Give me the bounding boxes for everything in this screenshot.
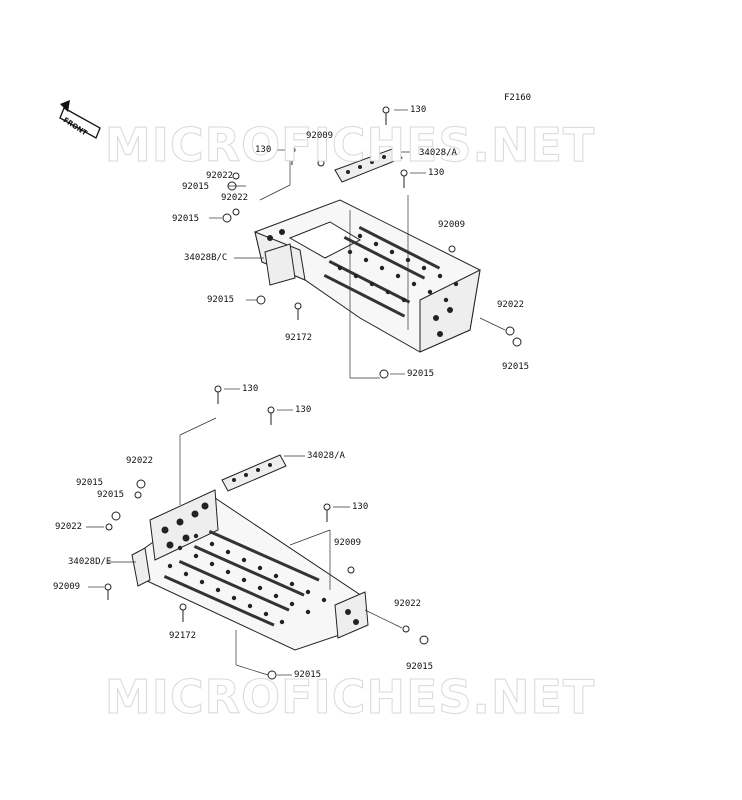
bottom-bracket-34028a bbox=[221, 454, 287, 492]
part-label-92015: 92015 bbox=[97, 490, 125, 500]
part-label-130: 130 bbox=[295, 405, 312, 415]
part-label-92009: 92009 bbox=[306, 131, 334, 141]
bottom-rack-rear-plate bbox=[149, 489, 219, 561]
part-label-92172: 92172 bbox=[285, 333, 313, 343]
bottom-rack-holes bbox=[161, 502, 359, 625]
bottom-fasteners bbox=[104, 385, 429, 680]
bottom-leader-lines bbox=[86, 388, 403, 676]
bottom-rack-slots bbox=[163, 530, 320, 627]
part-label-34028a: 34028/A bbox=[419, 148, 457, 158]
watermark-bottom: MICROFICHES.NET bbox=[104, 670, 596, 724]
front-arrow-icon bbox=[59, 100, 101, 139]
part-label-92015: 92015 bbox=[76, 478, 104, 488]
part-label-34028bc: 34028B/C bbox=[184, 253, 228, 263]
part-label-92172: 92172 bbox=[169, 631, 197, 641]
part-label-92015: 92015 bbox=[407, 369, 435, 379]
part-label-92015: 92015 bbox=[502, 362, 530, 372]
part-label-130: 130 bbox=[410, 105, 427, 115]
bottom-carrier-assembly bbox=[131, 454, 369, 651]
part-label-92015: 92015 bbox=[294, 670, 322, 680]
part-label-92022: 92022 bbox=[394, 599, 422, 609]
part-label-92009: 92009 bbox=[438, 220, 466, 230]
top-carrier-assembly bbox=[254, 147, 481, 353]
watermark-top: MICROFICHES.NET bbox=[104, 118, 596, 172]
figure-code: F2160 bbox=[504, 93, 532, 103]
part-label-92015: 92015 bbox=[182, 182, 210, 192]
part-label-92022: 92022 bbox=[55, 522, 83, 532]
part-label-92022: 92022 bbox=[126, 456, 154, 466]
bottom-bracket-34028de bbox=[131, 547, 151, 587]
top-rack-slots bbox=[323, 226, 441, 318]
part-label-130: 130 bbox=[428, 168, 445, 178]
part-label-34028a: 34028/A bbox=[307, 451, 345, 461]
part-label-92022: 92022 bbox=[497, 300, 525, 310]
top-fasteners bbox=[222, 106, 522, 379]
part-label-34028de: 34028D/E bbox=[68, 557, 112, 567]
bottom-rack-front-plate bbox=[334, 591, 369, 639]
part-label-92022: 92022 bbox=[221, 193, 249, 203]
top-bracket-34028bc bbox=[264, 243, 296, 286]
part-label-92009: 92009 bbox=[334, 538, 362, 548]
top-rack-holes bbox=[267, 229, 459, 337]
top-rack-tray bbox=[288, 221, 362, 259]
part-label-130: 130 bbox=[352, 502, 369, 512]
part-label-92015: 92015 bbox=[172, 214, 200, 224]
part-label-92015: 92015 bbox=[207, 295, 235, 305]
part-label-130: 130 bbox=[255, 145, 272, 155]
part-label-92022: 92022 bbox=[206, 171, 234, 181]
part-label-130: 130 bbox=[242, 384, 259, 394]
top-leader-lines bbox=[209, 109, 506, 379]
part-label-92015: 92015 bbox=[406, 662, 434, 672]
part-label-92009: 92009 bbox=[53, 582, 81, 592]
